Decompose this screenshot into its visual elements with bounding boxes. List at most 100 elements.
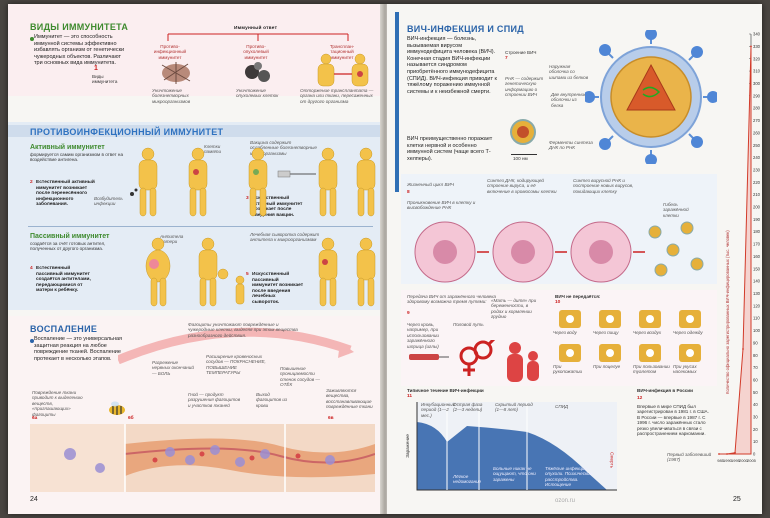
- col-transplant: Трансплан-тационный иммунитет: [329, 44, 355, 60]
- y-tick-label: 300: [753, 81, 761, 86]
- hiv-intro: ВИЧ-инфекция — болезнь, вызываемая вирус…: [407, 36, 497, 95]
- phase-acute: Острая фаза (2—3 недели): [453, 402, 483, 413]
- hiv-virion-illustration: [585, 30, 717, 164]
- via-sex: Половой путь: [453, 322, 484, 327]
- russia-title: ВИЧ-инфекция в России: [637, 388, 693, 393]
- types-intro: Иммунитет — это способность иммунной сис…: [34, 34, 125, 67]
- y-tick-label: 60: [753, 377, 758, 382]
- y-tick-label: 260: [753, 130, 761, 135]
- scale-label: 100 нм: [513, 156, 528, 161]
- y-tick-label: 20: [753, 427, 758, 432]
- passive-text: создаётся за счёт готовых антител, получ…: [30, 241, 106, 252]
- active-text: формируется самим организмом в ответ на …: [30, 152, 124, 163]
- safe-toilet: При пользовании туалетом: [633, 364, 670, 375]
- safe-air: Через воздух: [633, 330, 662, 335]
- data-point: [742, 348, 744, 350]
- book-gutter: [380, 4, 390, 514]
- y-tick-label: 240: [753, 155, 761, 160]
- y-tick-label: 220: [753, 180, 761, 185]
- y-tick-label: 280: [753, 106, 761, 111]
- fig-number-1: 1: [94, 65, 98, 72]
- artificial-active-text: Искусственный активный иммунитет возника…: [252, 196, 303, 218]
- safe-handshake: При рукопожатии: [553, 364, 583, 375]
- x-tick-label: 1990: [723, 458, 733, 463]
- memory-cells-label: Клетки памяти: [204, 144, 222, 155]
- safe-icons: [559, 310, 701, 362]
- hiv-intro-2: ВИЧ преимущественно поражает клетки нерв…: [407, 136, 493, 162]
- fig-number-6b: 6б: [128, 416, 134, 421]
- data-point: [750, 45, 752, 48]
- data-point: [734, 451, 736, 454]
- safe-food: Через пищу: [593, 330, 619, 335]
- not-transmitted-title: ВИЧ не передаётся:: [555, 294, 601, 299]
- types-title: ВИДЫ ИММУНИТЕТА: [30, 22, 129, 32]
- y-tick-label: 230: [753, 167, 761, 172]
- scale-bar: [511, 154, 537, 155]
- antibodies-label: Антитела матери: [160, 234, 184, 245]
- artificial-passive-text: Искусственный пассивный иммунитет возник…: [252, 272, 304, 305]
- safe-insects: При укусах насекомых: [673, 364, 697, 375]
- pus-note: Гной — продукт разрушения фагоцитов и уч…: [188, 392, 241, 408]
- fig-number-2: 2: [30, 180, 33, 185]
- redness-note: Расширение кровеносных сосудов — ПОКРАСН…: [206, 354, 266, 376]
- bullet-icon: [30, 37, 34, 41]
- fig-number-11: 11: [407, 394, 413, 399]
- book-spread: ВИДЫ ИММУНИТЕТА Иммунитет — это способно…: [8, 4, 762, 514]
- phagocyte-exit-note: Выход фагоцитов из крови: [256, 392, 288, 408]
- hiv-title: ВИЧ-ИНФЕКЦИЯ И СПИД: [407, 24, 524, 34]
- immune-response-label: Иммунный ответ: [234, 26, 278, 31]
- y-tick-label: 200: [753, 205, 761, 210]
- healing-note: Заживляются вещества, восстанавливающие …: [326, 388, 373, 410]
- page-number-left: 24: [30, 496, 38, 503]
- enzyme-label: Ферменты синтеза ДНК по РНК: [549, 140, 593, 151]
- russia-text: Впервые в мире СПИД был зарегистрирован …: [637, 404, 709, 437]
- natural-passive-text: Естественный пассивный иммунитет создаёт…: [36, 266, 91, 294]
- bee-icon: [109, 401, 125, 415]
- fig-number-3: 3: [246, 196, 249, 201]
- fig-number-4: 4: [30, 266, 33, 271]
- rna-label: РНК — содержит генетическую информацию о…: [505, 76, 544, 98]
- hiv-structure-label: Строение ВИЧ: [505, 50, 537, 55]
- y-tick-label: 80: [753, 353, 758, 358]
- y-tick-label: 330: [753, 44, 761, 49]
- safe-kiss: При поцелуе: [593, 364, 621, 369]
- outer-shell-label: Наружная оболочка со шипами из белков: [549, 64, 589, 80]
- cycle-illustration: [414, 221, 704, 283]
- transmission-title: Передача ВИЧ от заражённого человека здо…: [407, 294, 496, 305]
- left-page: ВИДЫ ИММУНИТЕТА Иммунитет — это способно…: [8, 4, 383, 514]
- first-case-label: Первый заболевший (1987): [667, 452, 712, 463]
- x-tick-label: 2000: [739, 458, 749, 463]
- x-tick-label: 1995: [731, 458, 741, 463]
- y-tick-label: 140: [753, 279, 761, 284]
- y-tick-label: 70: [753, 365, 758, 370]
- right-page: ВИЧ-ИНФЕКЦИЯ И СПИД ВИЧ-инфекция — болез…: [387, 4, 762, 514]
- phase-latent: Скрытый период (1—8 лет): [495, 402, 533, 413]
- y-tick-label: 210: [753, 192, 761, 197]
- y-tick-label: 340: [753, 32, 761, 37]
- course-title: Типичное течение ВИЧ-инфекции: [407, 388, 484, 393]
- syringe-icon: [409, 354, 439, 360]
- y-tick-label: 110: [753, 316, 760, 321]
- pathogen-label: Возбудитель инфекции: [94, 196, 123, 207]
- desc-latent: Больные никак не ощущают, что они зараже…: [493, 466, 536, 482]
- phase-incubation: Инкубационный период (1—2 мес.): [421, 402, 456, 418]
- cycle-title: Жизненный цикл ВИЧ: [407, 182, 454, 187]
- anti-infection-title: ПРОТИВОИНФЕКЦИОННЫЙ ИММУНИТЕТ: [30, 127, 224, 137]
- x-tick-label: 1985: [717, 458, 725, 463]
- bullet-icon: [30, 339, 34, 343]
- fig-number-12: 12: [637, 396, 643, 401]
- edema-note: Повышение проницаемости стенок сосудов —…: [280, 366, 320, 388]
- cap-transplant: Отторжение трансплантата — органа или тк…: [300, 88, 374, 104]
- fig-number-6a: 6а: [32, 416, 38, 421]
- chart-labels: 0102030405060708090100110120130140150160…: [717, 32, 761, 463]
- desc-aids: Тяжёлые инфекции и опухоли. Психические …: [545, 466, 593, 488]
- y-tick-label: 160: [753, 254, 761, 259]
- fig-caption-1: Виды иммунитета: [92, 74, 118, 85]
- cycle-step-1: Проникновение ВИЧ в клетку и высвобожден…: [407, 200, 476, 211]
- y-tick-label: 150: [753, 266, 761, 271]
- safe-clothes: Через одежду: [673, 330, 703, 335]
- y-tick-label: 250: [753, 143, 761, 148]
- title-accent: [395, 12, 399, 192]
- hiv-small-icon: [510, 119, 536, 145]
- desc-mild: Лёгкое недомогание: [453, 474, 482, 485]
